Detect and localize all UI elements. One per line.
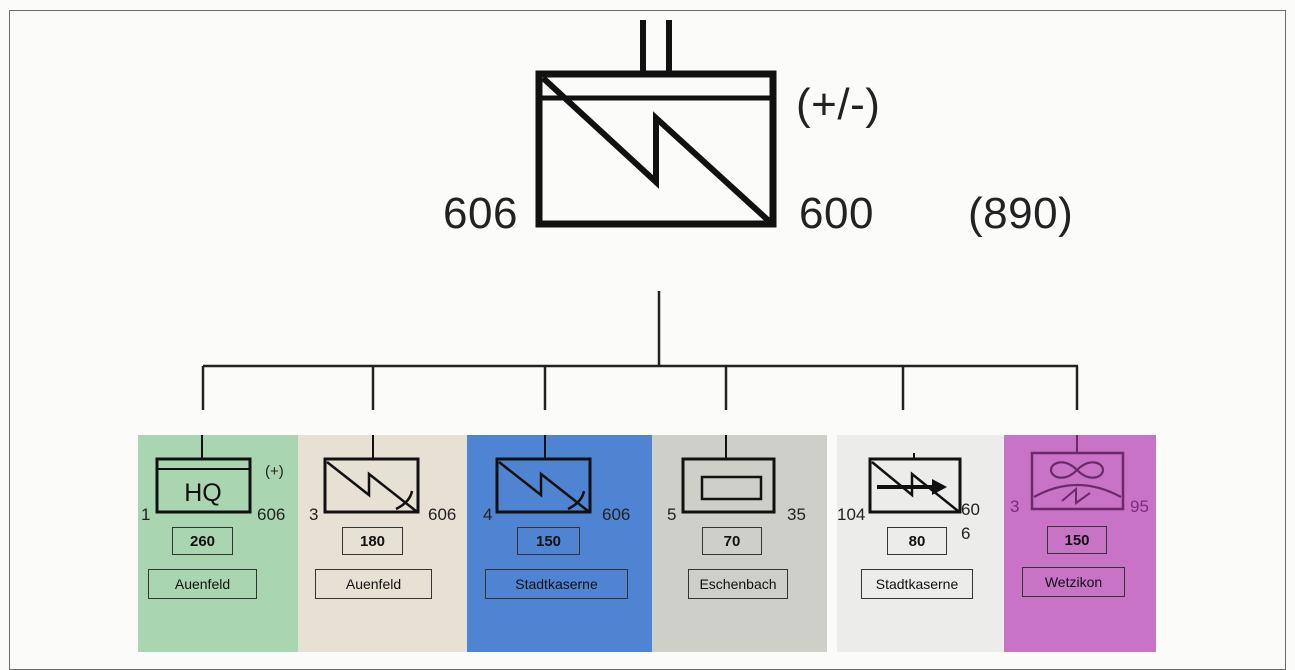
unit-panel-4: 5 35 70 Eschenbach bbox=[652, 435, 827, 652]
unit-panel-5: 104 60 6 80 Stadtkaserne bbox=[837, 435, 1004, 652]
unit-left-number: 5 bbox=[667, 505, 677, 524]
strength-box: 180 bbox=[342, 527, 403, 555]
location-box: Stadtkaserne bbox=[485, 569, 628, 599]
location-box: Auenfeld bbox=[315, 569, 432, 599]
unit-left-number: 104 bbox=[837, 505, 866, 524]
unit-right-sub-number: 6 bbox=[961, 524, 971, 543]
unit-modifier: (+) bbox=[265, 463, 284, 480]
unit-right-number: 606 bbox=[602, 505, 631, 524]
supply-unit-symbol bbox=[681, 435, 776, 514]
parent-total: (890) bbox=[968, 189, 1074, 238]
unit-right-number: 606 bbox=[257, 505, 286, 524]
unit-left-number: 3 bbox=[309, 505, 319, 524]
strength-box: 70 bbox=[702, 527, 762, 555]
headquarters-symbol: HQ bbox=[155, 435, 252, 514]
location-box: Wetzikon bbox=[1022, 567, 1125, 597]
medical-unit-symbol bbox=[1030, 435, 1125, 511]
strength-box: 150 bbox=[1047, 526, 1107, 554]
strength-box: 150 bbox=[517, 527, 580, 555]
electronic-warfare-symbol bbox=[868, 453, 962, 514]
strength-box: 80 bbox=[887, 527, 947, 555]
unit-left-number: 4 bbox=[483, 505, 493, 524]
parent-left-number: 606 bbox=[443, 189, 518, 238]
org-chart-lines bbox=[201, 20, 1079, 410]
unit-left-number: 3 bbox=[1010, 497, 1020, 516]
unit-right-number: 35 bbox=[787, 505, 806, 524]
location-box: Eschenbach bbox=[688, 569, 788, 599]
location-box: Auenfeld bbox=[148, 569, 257, 599]
unit-right-number: 95 bbox=[1130, 497, 1149, 516]
unit-right-number: 606 bbox=[428, 505, 457, 524]
location-box: Stadtkaserne bbox=[861, 569, 973, 599]
signal-unit-symbol bbox=[495, 435, 592, 514]
unit-panel-1: HQ (+) 1 606 260 Auenfeld bbox=[138, 435, 298, 652]
strength-box: 260 bbox=[172, 527, 233, 555]
symbol-text: HQ bbox=[184, 479, 222, 507]
parent-right-number: 600 bbox=[799, 189, 874, 238]
unit-right-number: 60 bbox=[961, 500, 980, 519]
unit-left-number: 1 bbox=[141, 505, 151, 524]
signal-unit-symbol bbox=[323, 435, 420, 514]
parent-unit-symbol bbox=[535, 20, 777, 228]
unit-panel-6: 3 95 150 Wetzikon bbox=[1004, 435, 1156, 652]
unit-panel-3: 4 606 150 Stadtkaserne bbox=[467, 435, 652, 652]
parent-modifier: (+/-) bbox=[796, 80, 881, 129]
unit-panel-2: 3 606 180 Auenfeld bbox=[298, 435, 467, 652]
